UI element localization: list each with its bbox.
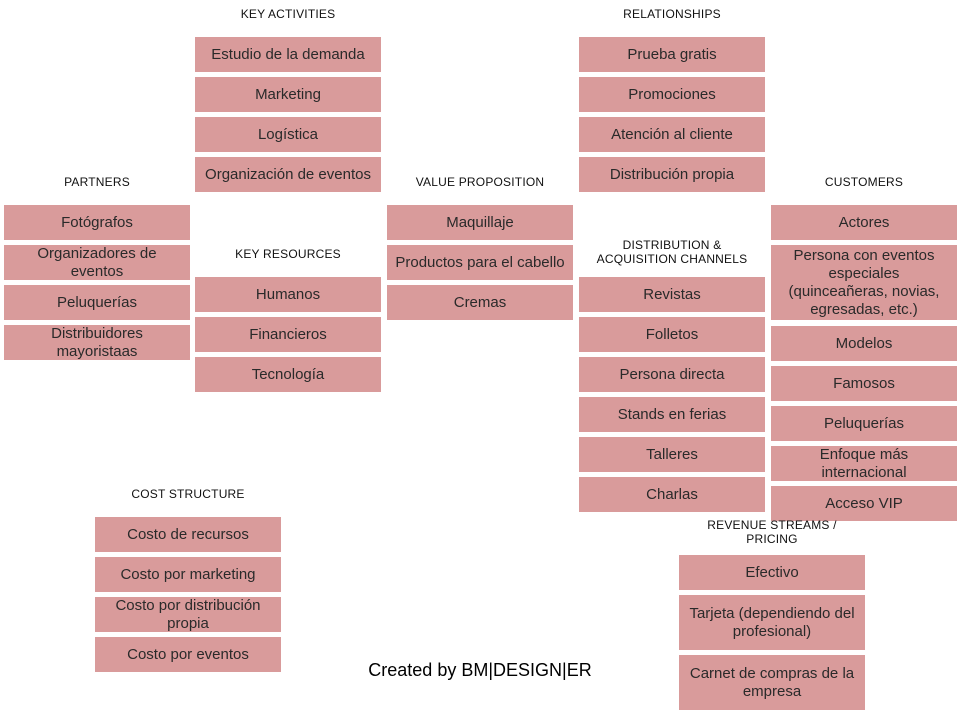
key-resource-item: Financieros xyxy=(195,317,381,352)
revenue-header-line2: PRICING xyxy=(746,532,798,546)
relationship-item: Prueba gratis xyxy=(579,37,765,72)
relationships-header: RELATIONSHIPS xyxy=(623,7,721,21)
relationship-item: Atención al cliente xyxy=(579,117,765,152)
channel-item: Folletos xyxy=(579,317,765,352)
key-activity-item: Logística xyxy=(195,117,381,152)
cost-item: Costo por eventos xyxy=(95,637,281,672)
customer-item: Persona con eventos especiales (quinceañ… xyxy=(771,245,957,320)
customers-header: CUSTOMERS xyxy=(824,175,904,189)
key-activities-header: KEY ACTIVITIES xyxy=(240,7,336,21)
value-proposition-header: VALUE PROPOSITION xyxy=(415,175,545,189)
customer-item: Modelos xyxy=(771,326,957,361)
channels-header: DISTRIBUTION & ACQUISITION CHANNELS xyxy=(579,238,765,266)
channel-item: Talleres xyxy=(579,437,765,472)
key-resource-item: Humanos xyxy=(195,277,381,312)
revenue-streams-header: REVENUE STREAMS / PRICING xyxy=(679,518,865,546)
relationship-item: Promociones xyxy=(579,77,765,112)
value-proposition-item: Cremas xyxy=(387,285,573,320)
customer-item: Acceso VIP xyxy=(771,486,957,521)
cost-item: Costo por marketing xyxy=(95,557,281,592)
customer-item: Enfoque más internacional xyxy=(771,446,957,481)
key-activity-item: Organización de eventos xyxy=(195,157,381,192)
revenue-item: Carnet de compras de la empresa xyxy=(679,655,865,710)
channel-item: Charlas xyxy=(579,477,765,512)
channel-item: Revistas xyxy=(579,277,765,312)
cost-item: Costo de recursos xyxy=(95,517,281,552)
customer-item: Famosos xyxy=(771,366,957,401)
partner-item: Organizadores de eventos xyxy=(4,245,190,280)
channel-item: Persona directa xyxy=(579,357,765,392)
relationship-item: Distribución propia xyxy=(579,157,765,192)
revenue-item: Tarjeta (dependiendo del profesional) xyxy=(679,595,865,650)
key-resource-item: Tecnología xyxy=(195,357,381,392)
value-proposition-item: Productos para el cabello xyxy=(387,245,573,280)
channel-item: Stands en ferias xyxy=(579,397,765,432)
revenue-header-line1: REVENUE STREAMS / xyxy=(707,518,837,532)
value-proposition-item: Maquillaje xyxy=(387,205,573,240)
partner-item: Fotógrafos xyxy=(4,205,190,240)
customer-item: Peluquerías xyxy=(771,406,957,441)
cost-item: Costo por distribución propia xyxy=(95,597,281,632)
partner-item: Peluquerías xyxy=(4,285,190,320)
created-by-footer: Created by BM|DESIGN|ER xyxy=(368,660,592,680)
key-activity-item: Marketing xyxy=(195,77,381,112)
key-activity-item: Estudio de la demanda xyxy=(195,37,381,72)
partners-header: PARTNERS xyxy=(64,175,130,189)
channels-header-line1: DISTRIBUTION & xyxy=(622,238,722,252)
customer-item: Actores xyxy=(771,205,957,240)
revenue-item: Efectivo xyxy=(679,555,865,590)
channels-header-line2: ACQUISITION CHANNELS xyxy=(596,252,748,266)
partner-item: Distribuidores mayoristaas xyxy=(4,325,190,360)
cost-structure-header: COST STRUCTURE xyxy=(131,487,245,501)
key-resources-header: KEY RESOURCES xyxy=(235,247,341,261)
